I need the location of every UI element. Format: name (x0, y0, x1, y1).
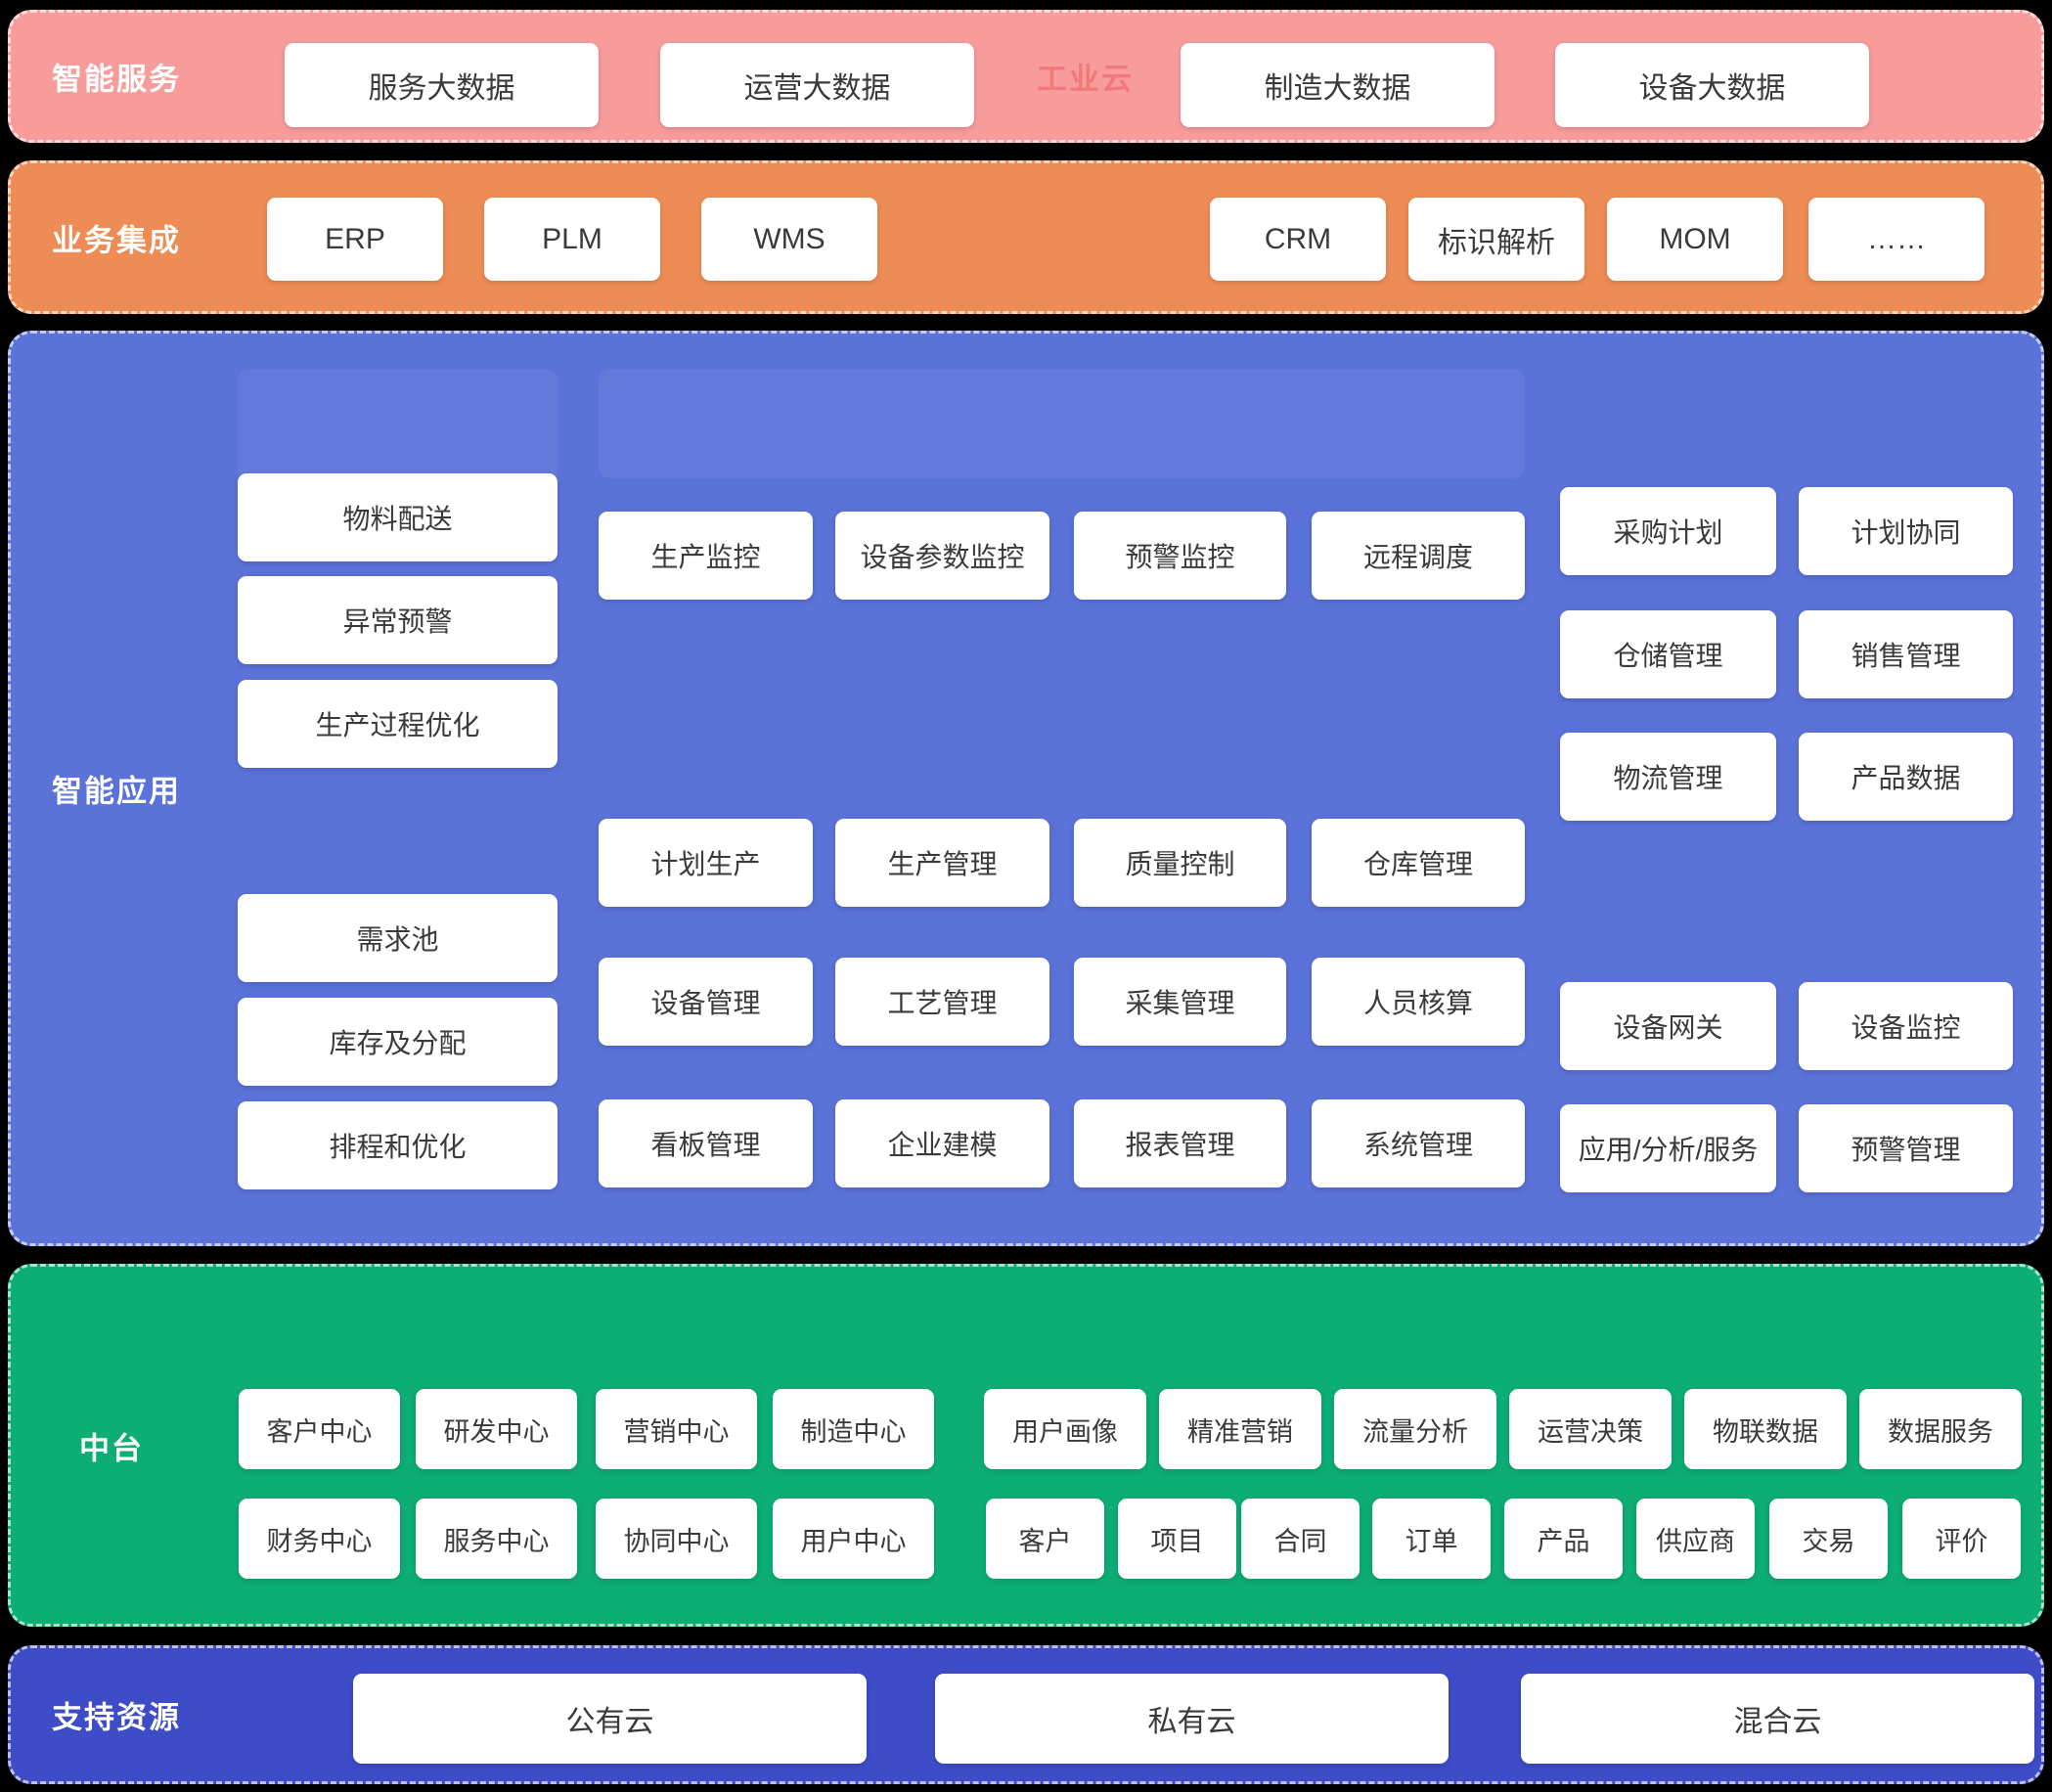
app-box: 设备监控 (1799, 982, 2013, 1070)
integration-box: PLM (484, 198, 660, 281)
app-box: 异常预警 (238, 576, 558, 664)
cloud-box: 混合云 (1521, 1674, 2034, 1764)
app-box: 企业建模 (835, 1099, 1049, 1187)
app-box: 远程调度 (1312, 512, 1525, 600)
platform-box: 产品 (1504, 1499, 1623, 1579)
band-label-apps: 智能应用 (52, 774, 181, 809)
app-box: 计划协同 (1799, 487, 2013, 575)
platform-box: 订单 (1372, 1499, 1491, 1579)
integration-box: ERP (267, 198, 443, 281)
integration-box: WMS (701, 198, 877, 281)
app-box: 设备管理 (599, 958, 813, 1046)
app-box: 仓储管理 (1560, 610, 1776, 698)
app-box: 物流管理 (1560, 733, 1776, 821)
band-business-integration: 业务集成 ERP PLM WMS CRM 标识解析 MOM …… (8, 160, 2044, 314)
integration-box: …… (1808, 198, 1985, 281)
app-box: 需求池 (238, 894, 558, 982)
app-box: 物料配送 (238, 473, 558, 561)
app-box: 销售管理 (1799, 610, 2013, 698)
platform-box: 精准营销 (1159, 1389, 1321, 1469)
app-box: 排程和优化 (238, 1101, 558, 1189)
app-box: 生产监控 (599, 512, 813, 600)
service-box: 服务大数据 (285, 43, 599, 127)
band-intelligent-services: 智能服务 服务大数据 运营大数据 工业云 制造大数据 设备大数据 (8, 10, 2044, 143)
app-box: 预警管理 (1799, 1104, 2013, 1192)
platform-box: 物联数据 (1684, 1389, 1847, 1469)
integration-box: 标识解析 (1408, 198, 1584, 281)
platform-box: 数据服务 (1859, 1389, 2022, 1469)
platform-box: 合同 (1241, 1499, 1360, 1579)
platform-box: 用户中心 (773, 1499, 934, 1579)
platform-box: 评价 (1902, 1499, 2021, 1579)
band-intelligent-apps: 智能应用 物料配送 异常预警 生产过程优化 需求池 库存及分配 排程和优化 生产… (8, 331, 2044, 1246)
app-box: 采集管理 (1074, 958, 1286, 1046)
service-box: 制造大数据 (1181, 43, 1494, 127)
platform-box: 用户画像 (984, 1389, 1146, 1469)
platform-box: 供应商 (1636, 1499, 1755, 1579)
integration-box: CRM (1210, 198, 1386, 281)
group-panel (599, 369, 1525, 478)
platform-box: 客户中心 (239, 1389, 400, 1469)
app-box: 报表管理 (1074, 1099, 1286, 1187)
platform-box: 制造中心 (773, 1389, 934, 1469)
industrial-cloud-watermark: 工业云 (1037, 62, 1134, 97)
cloud-box: 公有云 (353, 1674, 867, 1764)
platform-box: 财务中心 (239, 1499, 400, 1579)
band-support-resources: 支持资源 公有云 私有云 混合云 (8, 1645, 2044, 1784)
app-box: 仓库管理 (1312, 819, 1525, 907)
app-box: 设备网关 (1560, 982, 1776, 1070)
app-box: 人员核算 (1312, 958, 1525, 1046)
cloud-box: 私有云 (935, 1674, 1449, 1764)
platform-box: 交易 (1769, 1499, 1888, 1579)
service-box: 设备大数据 (1555, 43, 1869, 127)
app-box: 系统管理 (1312, 1099, 1525, 1187)
band-label-resources: 支持资源 (52, 1700, 181, 1735)
band-label-midplatform: 中台 (79, 1431, 144, 1465)
platform-box: 协同中心 (596, 1499, 757, 1579)
app-box: 设备参数监控 (835, 512, 1049, 600)
app-box: 生产过程优化 (238, 680, 558, 768)
platform-box: 项目 (1118, 1499, 1236, 1579)
platform-box: 营销中心 (596, 1389, 757, 1469)
app-box: 计划生产 (599, 819, 813, 907)
platform-box: 运营决策 (1509, 1389, 1672, 1469)
platform-box: 服务中心 (416, 1499, 577, 1579)
app-box: 工艺管理 (835, 958, 1049, 1046)
app-box: 产品数据 (1799, 733, 2013, 821)
app-box: 质量控制 (1074, 819, 1286, 907)
integration-box: MOM (1607, 198, 1783, 281)
platform-box: 研发中心 (416, 1389, 577, 1469)
app-box: 看板管理 (599, 1099, 813, 1187)
platform-box: 流量分析 (1334, 1389, 1496, 1469)
app-box: 生产管理 (835, 819, 1049, 907)
platform-box: 客户 (986, 1499, 1104, 1579)
group-panel (238, 369, 558, 482)
service-box: 运营大数据 (660, 43, 974, 127)
band-middle-platform: 中台 客户中心 研发中心 营销中心 制造中心 用户画像 精准营销 流量分析 运营… (8, 1264, 2044, 1627)
band-label-integration: 业务集成 (52, 223, 181, 257)
app-box: 库存及分配 (238, 998, 558, 1086)
band-label-services: 智能服务 (52, 62, 181, 97)
app-box: 采购计划 (1560, 487, 1776, 575)
app-box: 应用/分析/服务 (1560, 1104, 1776, 1192)
app-box: 预警监控 (1074, 512, 1286, 600)
